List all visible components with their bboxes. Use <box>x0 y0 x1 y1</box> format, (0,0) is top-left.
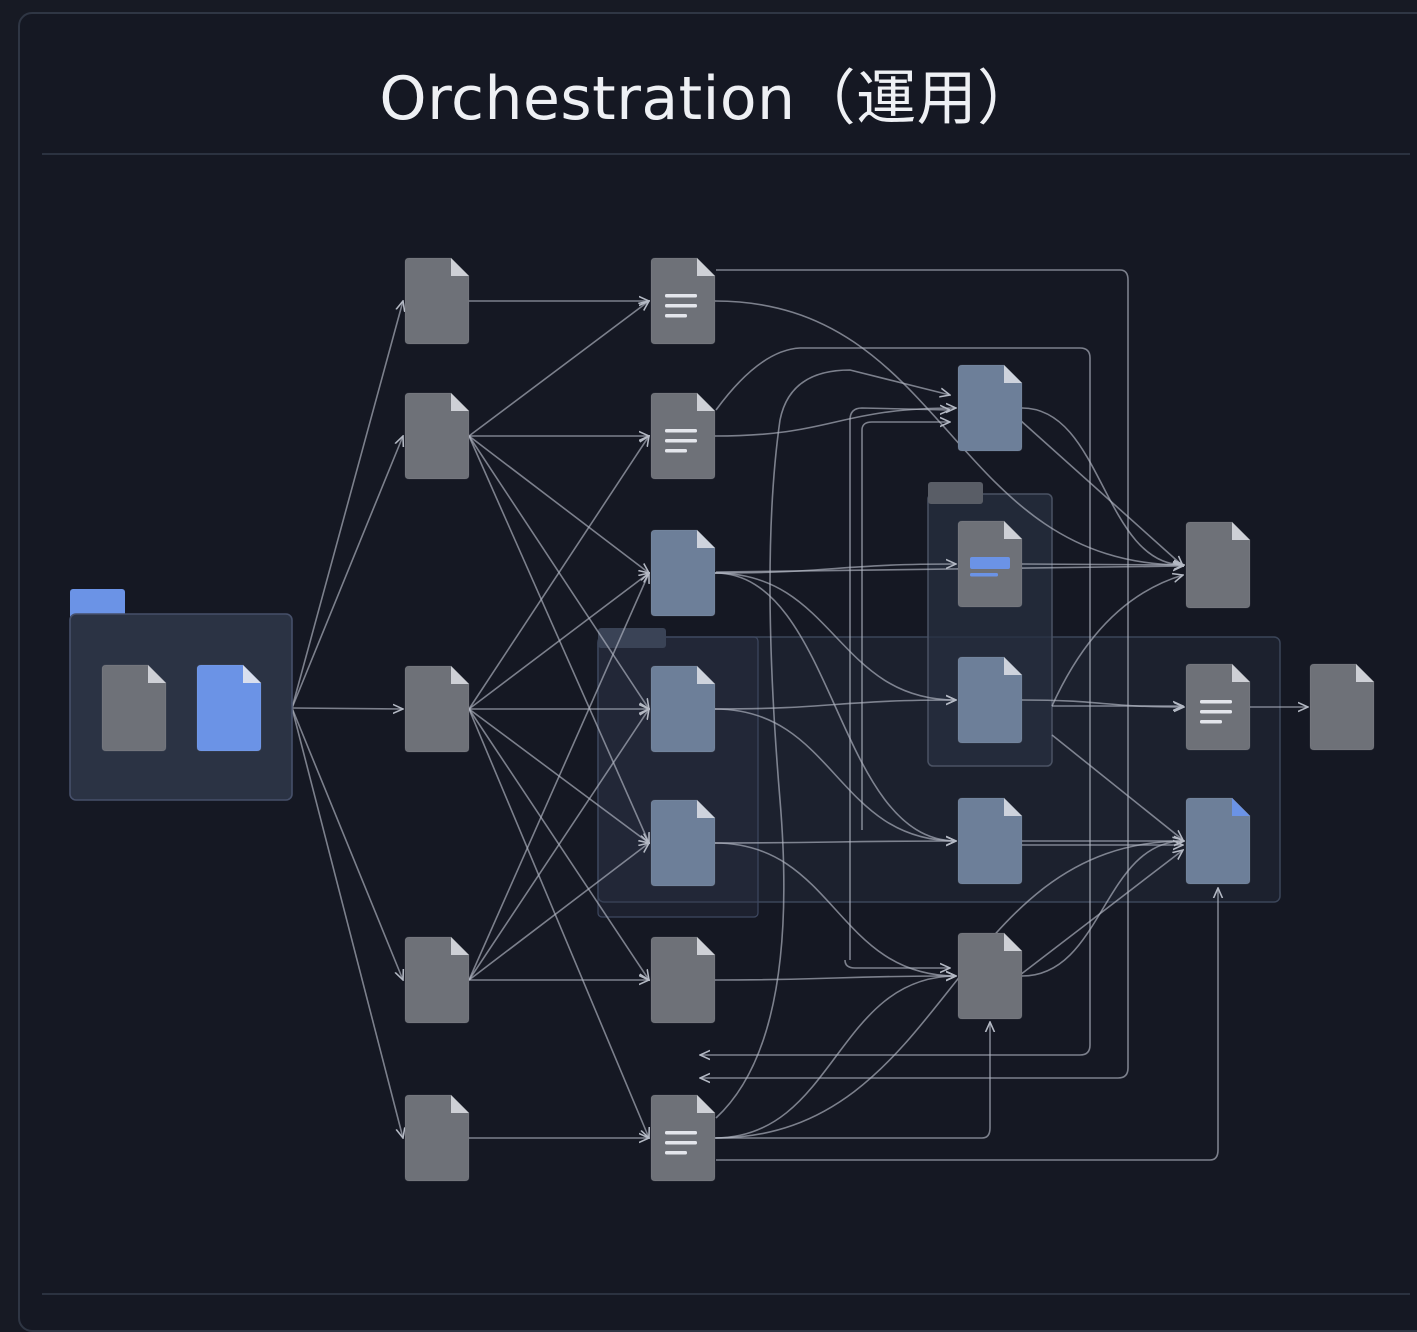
connector-edge <box>714 841 1184 1139</box>
routed-connector-edge <box>1019 850 1183 976</box>
connector-edge <box>1021 564 1184 565</box>
connector-edge <box>714 842 956 976</box>
routed-connector-edge <box>861 422 950 830</box>
routed-connector-edge <box>716 1022 990 1139</box>
folder-body <box>69 613 293 801</box>
document-icon[interactable] <box>957 932 1023 1020</box>
document-highlight-icon[interactable] <box>957 520 1023 608</box>
connector-edge <box>468 301 649 437</box>
document-icon[interactable] <box>196 664 262 752</box>
document-text-icon[interactable] <box>1185 663 1251 751</box>
connector-edge <box>714 564 956 574</box>
document-icon[interactable] <box>957 364 1023 452</box>
page-title: Orchestration（運用） <box>379 64 1038 134</box>
document-icon[interactable] <box>404 665 470 753</box>
document-icon[interactable] <box>404 392 470 480</box>
routed-connector-edge <box>1019 419 1183 566</box>
connector-edge <box>291 301 403 709</box>
nodes-layer <box>101 257 1375 1182</box>
left-inner-group-tab <box>598 628 666 648</box>
document-icon[interactable] <box>1185 521 1251 609</box>
routed-connector-edge <box>1051 575 1183 707</box>
routed-connector-edge <box>844 959 950 968</box>
routed-connector-edge <box>700 269 1129 1078</box>
connector-edge <box>468 843 649 981</box>
connector-edge <box>291 708 403 709</box>
connector-edge <box>714 572 956 700</box>
source-folder <box>69 589 293 801</box>
connector-edge <box>714 300 1184 565</box>
connector-edge <box>714 841 956 843</box>
bottom-divider <box>42 1293 1410 1295</box>
document-icon[interactable] <box>404 1094 470 1182</box>
connector-edge <box>468 573 649 710</box>
document-icon[interactable] <box>1309 663 1375 751</box>
document-text-icon[interactable] <box>650 392 716 480</box>
connector-edge <box>468 436 649 710</box>
document-icon[interactable] <box>101 664 167 752</box>
routed-connector-edge <box>715 369 950 1119</box>
connector-edge <box>468 709 649 981</box>
document-icon[interactable] <box>957 656 1023 744</box>
document-icon[interactable] <box>1185 797 1251 885</box>
routed-connector-edge <box>716 888 1218 1161</box>
connector-edge <box>468 573 649 981</box>
connector-edge <box>1021 407 1184 565</box>
connector-edge <box>714 700 956 710</box>
mid-group-tab <box>928 482 983 504</box>
folder-tab <box>70 589 125 619</box>
connector-edge <box>468 708 649 1138</box>
connector-edge <box>714 708 956 841</box>
connector-edge <box>291 707 403 980</box>
document-icon[interactable] <box>650 529 716 617</box>
routed-connector-edge <box>1051 734 1183 840</box>
document-icon[interactable] <box>957 797 1023 885</box>
connector-edge <box>468 435 649 843</box>
connector-edge <box>468 435 649 573</box>
document-icon[interactable] <box>650 936 716 1024</box>
connector-edge <box>291 436 403 709</box>
connector-edge <box>714 976 956 980</box>
title-divider <box>42 153 1410 155</box>
routed-connector-edge <box>715 566 1183 573</box>
edges-layer <box>291 269 1308 1161</box>
document-icon[interactable] <box>650 799 716 887</box>
routed-connector-edge <box>700 347 1091 1055</box>
document-icon[interactable] <box>650 665 716 753</box>
document-icon[interactable] <box>404 936 470 1024</box>
routed-connector-edge <box>849 408 950 960</box>
document-text-icon[interactable] <box>650 257 716 345</box>
document-icon[interactable] <box>404 257 470 345</box>
connector-edge <box>714 572 956 841</box>
connector-edge <box>1021 841 1184 977</box>
left-inner-group-box <box>597 636 759 918</box>
connector-edge <box>714 976 956 1139</box>
document-text-icon[interactable] <box>650 1094 716 1182</box>
connector-edge <box>291 707 403 1138</box>
